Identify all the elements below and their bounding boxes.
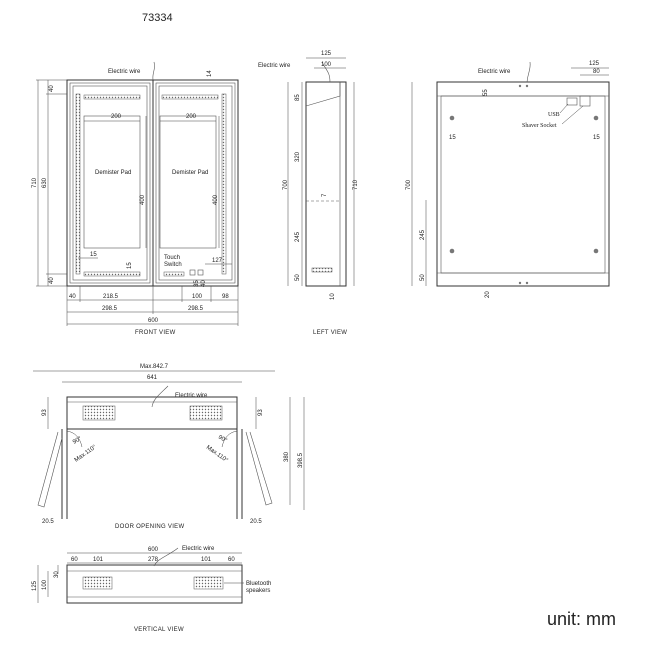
dim-30: 30 xyxy=(54,571,60,578)
bluetooth-label-1: Bluetooth xyxy=(246,581,271,587)
dim-218: 218.5 xyxy=(103,294,119,300)
dim-93-right: 93 xyxy=(258,409,264,416)
touch-label-2: Switch xyxy=(164,262,182,268)
electric-wire-label-back: Electric wire xyxy=(478,69,511,75)
dim-600-vert: 600 xyxy=(148,547,159,553)
dim-7: 7 xyxy=(322,193,328,197)
dim-15b: 15 xyxy=(127,262,133,269)
dim-15-back-left: 15 xyxy=(449,135,456,141)
usb-label: USB xyxy=(548,112,560,118)
dim-98: 98 xyxy=(222,294,229,300)
dim-320: 320 xyxy=(295,151,301,162)
dim-101-right: 101 xyxy=(201,557,212,563)
electric-wire-label-door: Electric wire xyxy=(175,393,208,399)
dim-700: 700 xyxy=(283,179,289,190)
dim-380: 380 xyxy=(284,451,290,462)
dim-278: 278 xyxy=(148,557,159,563)
angle-max110-right: Max.110° xyxy=(205,445,229,465)
dim-245-back: 245 xyxy=(420,229,426,240)
angle-90-left: 90° xyxy=(72,436,83,446)
bluetooth-label-2: speakers xyxy=(246,588,270,594)
front-view: Electric wire 710 630 40 40 200 200 400 … xyxy=(32,61,239,336)
dim-125-back: 125 xyxy=(589,61,600,67)
shaver-socket-label: Shaver Socket xyxy=(522,123,557,129)
demister-pad-right xyxy=(159,115,217,249)
dim-100-left: 100 xyxy=(321,62,332,68)
shaver-socket xyxy=(579,95,591,107)
dim-40-bottom: 40 xyxy=(49,277,55,284)
dim-127: 127 xyxy=(212,258,223,264)
back-outline xyxy=(436,81,610,287)
dim-641: 641 xyxy=(147,375,158,381)
dim-630: 630 xyxy=(42,177,48,188)
dim-40-w: 40 xyxy=(69,294,76,300)
electric-wire-label-left: Electric wire xyxy=(258,63,291,69)
dim-max842: Max.842.7 xyxy=(140,364,169,370)
door-opening-view-label: DOOR OPENING VIEW xyxy=(115,524,184,530)
door-opening-view: Electric wire 90° 90° Max.110° Max.110° … xyxy=(33,364,305,530)
electric-wire-label: Electric wire xyxy=(108,69,141,75)
bt-speaker-right xyxy=(193,576,224,590)
dim-710-left: 710 xyxy=(353,179,359,190)
dim-400-left: 400 xyxy=(140,194,146,205)
dim-245: 245 xyxy=(295,231,301,242)
dim-100: 100 xyxy=(192,294,203,300)
dim-400-right: 400 xyxy=(213,194,219,205)
dim-10: 10 xyxy=(330,293,336,300)
dim-55: 55 xyxy=(483,89,489,96)
dim-600: 600 xyxy=(148,318,159,324)
dim-40b: 40 xyxy=(201,280,207,287)
demister-pad-label-right: Demister Pad xyxy=(172,170,208,176)
dim-14: 14 xyxy=(207,70,213,77)
angle-max110-left: Max.110° xyxy=(74,444,98,464)
dim-80: 80 xyxy=(593,69,600,75)
dim-200-left: 200 xyxy=(111,114,122,120)
dim-20-5-left: 20.5 xyxy=(42,519,54,525)
dim-101-left: 101 xyxy=(93,557,104,563)
dim-15-back-right: 15 xyxy=(593,135,600,141)
left-view: Electric wire 125 100 700 85 320 245 50 … xyxy=(258,51,359,336)
vertical-view: Electric wire Bluetooth speakers 600 60 … xyxy=(32,546,271,633)
dim-125-vert: 125 xyxy=(32,580,38,591)
dim-398: 398.5 xyxy=(298,452,304,468)
dim-15: 15 xyxy=(90,252,97,258)
speaker-right xyxy=(189,405,223,421)
dim-85: 85 xyxy=(295,94,301,101)
model-number: 73334 xyxy=(142,12,173,24)
left-door xyxy=(69,82,151,284)
angle-90-right: 90° xyxy=(217,435,228,445)
dim-298-left: 298.5 xyxy=(102,306,118,312)
dim-50-back: 50 xyxy=(420,274,426,281)
dim-200-right: 200 xyxy=(186,114,197,120)
speaker-left xyxy=(82,405,116,421)
usb-port xyxy=(566,97,578,106)
dim-20-5-right: 20.5 xyxy=(250,519,262,525)
dim-50: 50 xyxy=(295,274,301,281)
dim-60-right: 60 xyxy=(228,557,235,563)
dim-100-vert: 100 xyxy=(42,579,48,590)
unit-note: unit: mm xyxy=(547,609,616,629)
dim-298-right: 298.5 xyxy=(188,306,204,312)
dim-710: 710 xyxy=(32,177,38,188)
right-door xyxy=(155,82,236,284)
dim-60-left: 60 xyxy=(71,557,78,563)
dim-125: 125 xyxy=(321,51,332,57)
back-view: Electric wire USB Shaver Socket 125 80 5… xyxy=(406,61,610,298)
demister-pad-label-left: Demister Pad xyxy=(95,170,131,176)
dim-35: 35 xyxy=(194,280,200,287)
front-view-label: FRONT VIEW xyxy=(135,330,176,336)
vertical-view-label: VERTICAL VIEW xyxy=(134,627,184,633)
dim-20: 20 xyxy=(485,291,491,298)
electric-wire-label-vert: Electric wire xyxy=(182,546,215,552)
touch-switch xyxy=(189,269,196,276)
dim-93-left: 93 xyxy=(42,409,48,416)
cabinet-top xyxy=(66,396,238,430)
demister-pad-left xyxy=(83,115,141,249)
touch-label-1: Touch xyxy=(164,255,180,261)
left-view-label: LEFT VIEW xyxy=(313,330,347,336)
bt-speaker-left xyxy=(82,576,113,590)
dim-40-top: 40 xyxy=(49,85,55,92)
dim-700-back: 700 xyxy=(406,179,412,190)
